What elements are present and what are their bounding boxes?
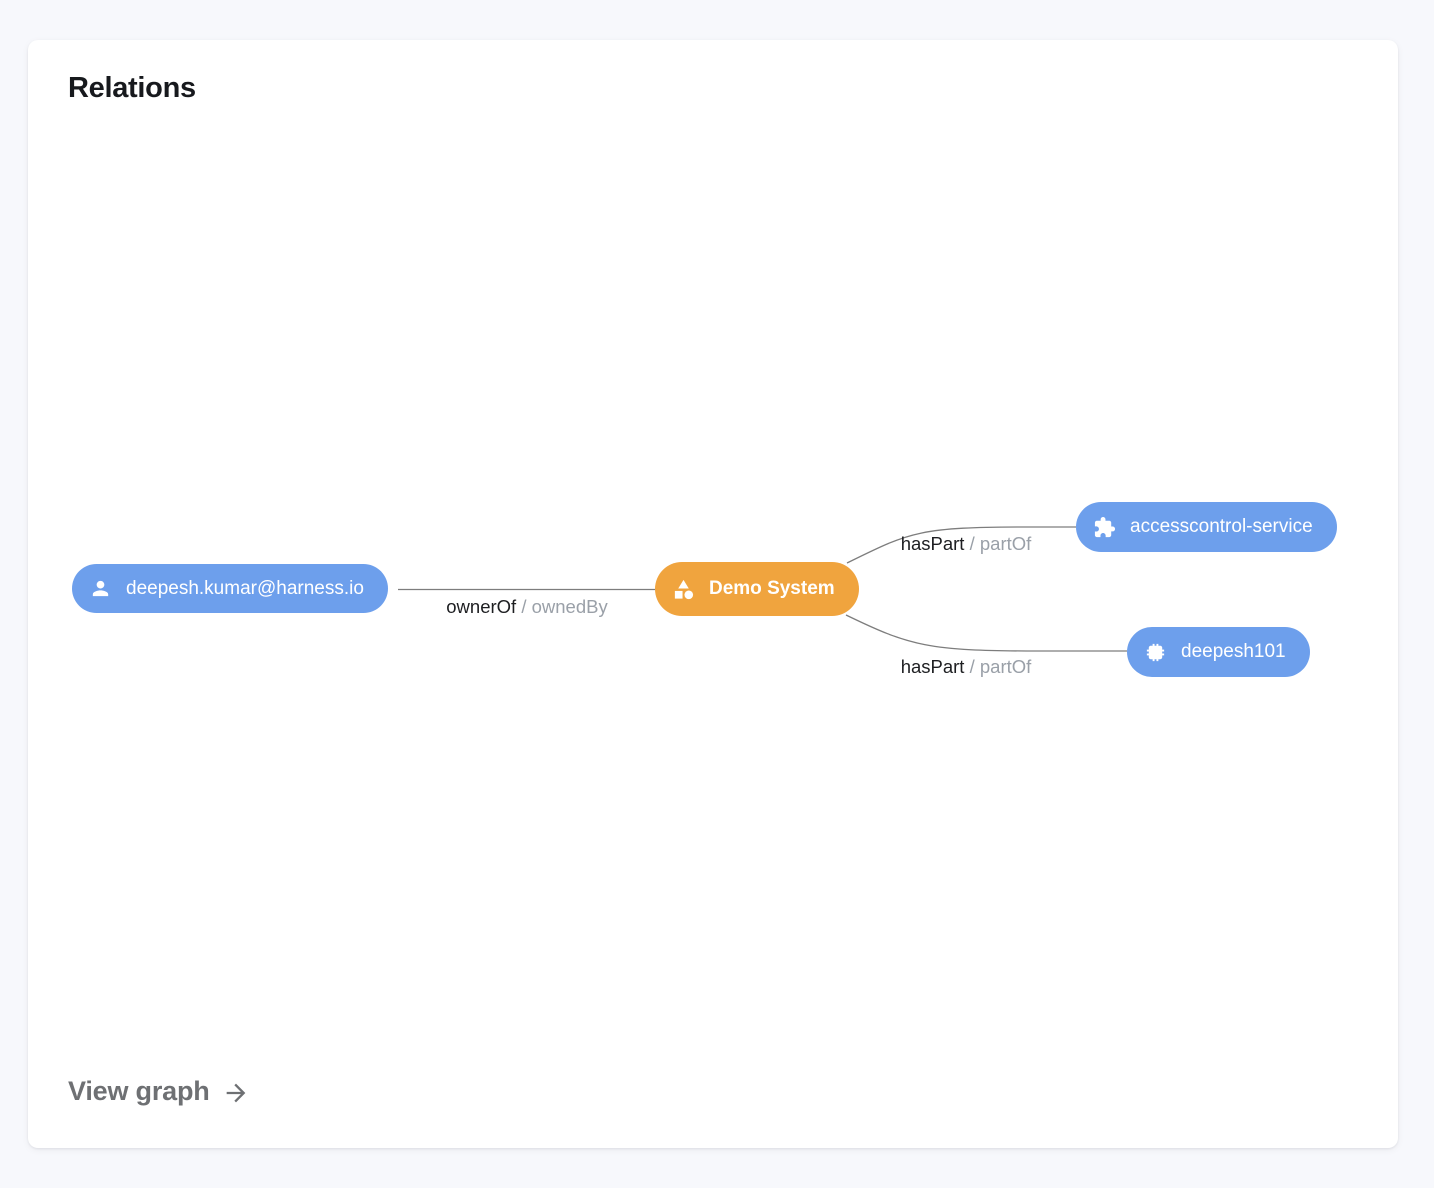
puzzle-icon — [1093, 516, 1116, 539]
view-graph-link[interactable]: View graph — [68, 1076, 250, 1107]
node-label: deepesh101 — [1181, 641, 1286, 662]
relations-card: Relations deepesh.kumar@harness.io Demo … — [28, 40, 1398, 1148]
category-icon — [672, 578, 695, 601]
relations-graph: deepesh.kumar@harness.io Demo System acc… — [28, 40, 1398, 1148]
node-label: Demo System — [709, 578, 835, 599]
chip-icon — [1144, 641, 1167, 664]
graph-node-user[interactable]: deepesh.kumar@harness.io — [72, 564, 388, 613]
arrow-right-icon — [222, 1077, 250, 1107]
edge-haspart-api — [845, 614, 1127, 652]
edge-label-haspart-partof-top: hasPart / partOf — [900, 533, 1032, 554]
person-icon — [89, 577, 112, 600]
graph-node-resource[interactable]: deepesh101 — [1127, 627, 1310, 677]
page-title: Relations — [68, 72, 196, 104]
node-label: deepesh.kumar@harness.io — [126, 577, 364, 599]
graph-node-component[interactable]: accesscontrol-service — [1076, 502, 1337, 552]
graph-edges — [398, 526, 1127, 652]
node-label: accesscontrol-service — [1130, 516, 1313, 537]
view-graph-label: View graph — [68, 1076, 210, 1106]
graph-node-system[interactable]: Demo System — [655, 562, 859, 616]
edge-label-ownerof-ownedby: ownerOf / ownedBy — [446, 596, 608, 617]
edge-haspart-service — [846, 526, 1076, 564]
edge-label-haspart-partof-bottom: hasPart / partOf — [900, 656, 1032, 677]
